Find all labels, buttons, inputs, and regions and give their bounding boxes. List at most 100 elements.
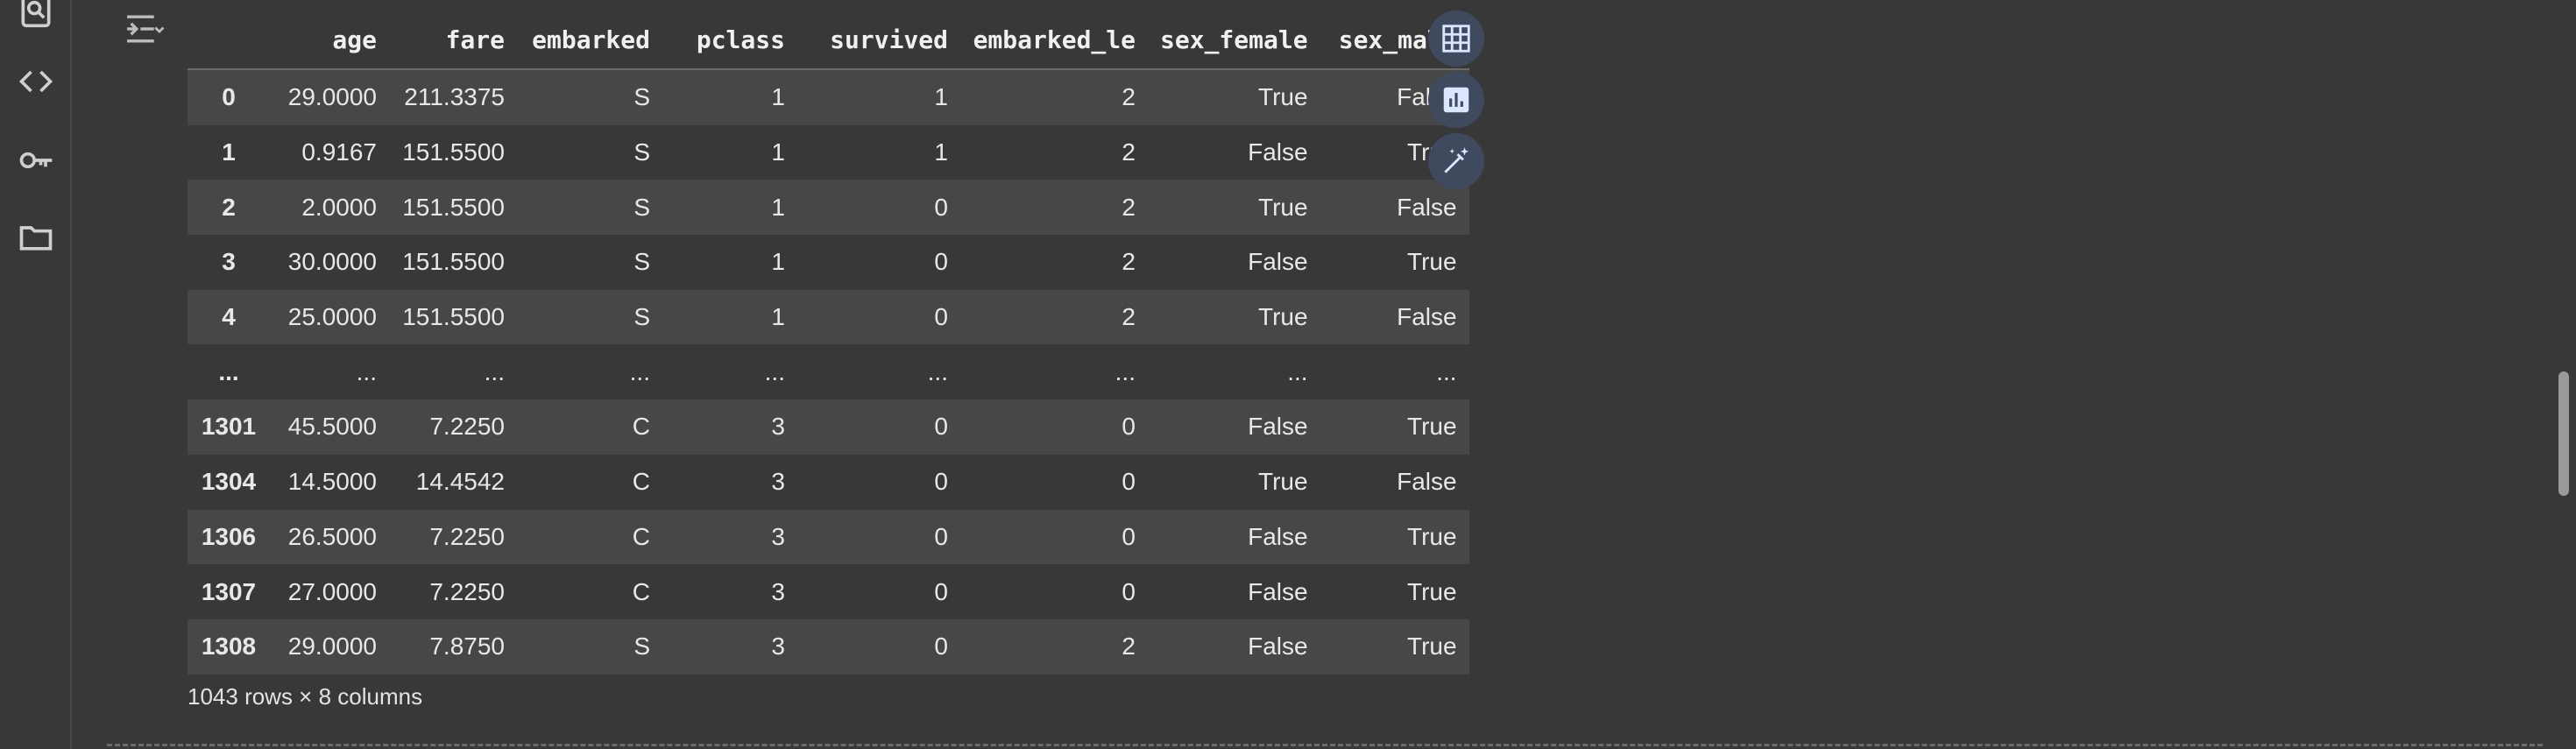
table-cell: 2.0000 — [270, 180, 389, 236]
table-cell: 1 — [662, 289, 797, 345]
table-cell: False — [1148, 235, 1320, 290]
table-cell: 3 — [662, 564, 797, 619]
table-cell: False — [1148, 509, 1320, 565]
table-cell: False — [1320, 180, 1469, 236]
table-header-row: age fare embarked pclass survived embark… — [188, 11, 1469, 70]
table-cell: 29.0000 — [270, 69, 389, 125]
magic-wand-icon — [1444, 147, 1469, 173]
row-index: 2 — [188, 180, 270, 236]
table-cell: 2 — [960, 124, 1148, 180]
table-cell: 2 — [960, 180, 1148, 236]
dataframe-table: age fare embarked pclass survived embark… — [188, 11, 1469, 675]
table-cell: True — [1320, 235, 1469, 290]
table-cell: 27.0000 — [270, 564, 389, 619]
row-index: 1307 — [188, 564, 270, 619]
table-cell: 2 — [960, 289, 1148, 345]
table-cell: 7.2250 — [389, 564, 517, 619]
table-cell: True — [1148, 454, 1320, 510]
table-cell: C — [517, 509, 662, 565]
table-cell: 0 — [960, 399, 1148, 455]
table-cell: False — [1148, 124, 1320, 180]
table-cell: 29.0000 — [270, 618, 389, 675]
table-cell: 3 — [662, 454, 797, 510]
row-index: 1 — [188, 124, 270, 180]
table-cell: True — [1148, 289, 1320, 345]
table-cell: 3 — [662, 509, 797, 565]
table-cell: S — [517, 618, 662, 675]
table-cell: 0 — [960, 564, 1148, 619]
table-cell: 211.3375 — [389, 69, 517, 125]
table-view-button[interactable] — [1428, 11, 1484, 67]
table-cell: 7.2250 — [389, 509, 517, 565]
table-cell: ... — [517, 344, 662, 400]
table-cell: False — [1148, 564, 1320, 619]
table-cell: False — [1148, 618, 1320, 675]
table-cell: 0 — [797, 509, 960, 565]
table-cell: S — [517, 180, 662, 236]
table-cell: 1 — [662, 180, 797, 236]
table-cell: ... — [389, 344, 517, 400]
table-cell: 0 — [797, 289, 960, 345]
table-cell: ... — [960, 344, 1148, 400]
table-cell: True — [1148, 69, 1320, 125]
dataframe-shape-label: 1043 rows × 8 columns — [188, 683, 423, 710]
column-header: embarked_le — [960, 11, 1148, 70]
table-cell: True — [1320, 564, 1469, 619]
left-rail — [0, 0, 72, 749]
column-header: survived — [797, 11, 960, 70]
row-index: 1304 — [188, 454, 270, 510]
column-header: pclass — [662, 11, 797, 70]
table-cell: 1 — [797, 69, 960, 125]
table-row: ........................... — [188, 344, 1469, 400]
table-cell: 151.5500 — [389, 289, 517, 345]
magic-wand-button[interactable] — [1428, 133, 1484, 189]
table-cell: 3 — [662, 618, 797, 675]
table-cell: False — [1320, 289, 1469, 345]
table-cell: True — [1320, 618, 1469, 675]
table-cell: 1 — [797, 124, 960, 180]
table-cell: 0 — [797, 564, 960, 619]
row-index: 4 — [188, 289, 270, 345]
chart-suggest-button[interactable] — [1428, 72, 1484, 128]
table-cell: 0 — [960, 509, 1148, 565]
table-cell: 0 — [960, 454, 1148, 510]
column-header: fare — [389, 11, 517, 70]
row-index: 1308 — [188, 618, 270, 675]
table-cell: 45.5000 — [270, 399, 389, 455]
code-brackets-icon[interactable] — [16, 61, 56, 102]
table-cell: 0 — [797, 180, 960, 236]
table-cell: False — [1320, 454, 1469, 510]
table-cell: S — [517, 235, 662, 290]
table-cell: 2 — [960, 618, 1148, 675]
column-header: embarked — [517, 11, 662, 70]
chart-suggest-icon — [1443, 87, 1469, 113]
row-index: 0 — [188, 69, 270, 125]
table-cell: 1 — [662, 69, 797, 125]
table-cell: 14.5000 — [270, 454, 389, 510]
key-icon[interactable] — [16, 140, 56, 180]
table-cell: 1 — [662, 235, 797, 290]
find-replace-icon[interactable] — [16, 0, 56, 30]
output-collapse-icon[interactable] — [123, 11, 166, 47]
table-cell: S — [517, 124, 662, 180]
table-cell: C — [517, 564, 662, 619]
table-cell: False — [1148, 399, 1320, 455]
table-cell: True — [1148, 180, 1320, 236]
table-cell: 30.0000 — [270, 235, 389, 290]
table-cell: 2 — [960, 69, 1148, 125]
table-cell: 0 — [797, 454, 960, 510]
table-cell: C — [517, 399, 662, 455]
vertical-scrollbar[interactable] — [2558, 371, 2569, 496]
table-cell: 0 — [797, 618, 960, 675]
folder-icon[interactable] — [16, 217, 56, 258]
